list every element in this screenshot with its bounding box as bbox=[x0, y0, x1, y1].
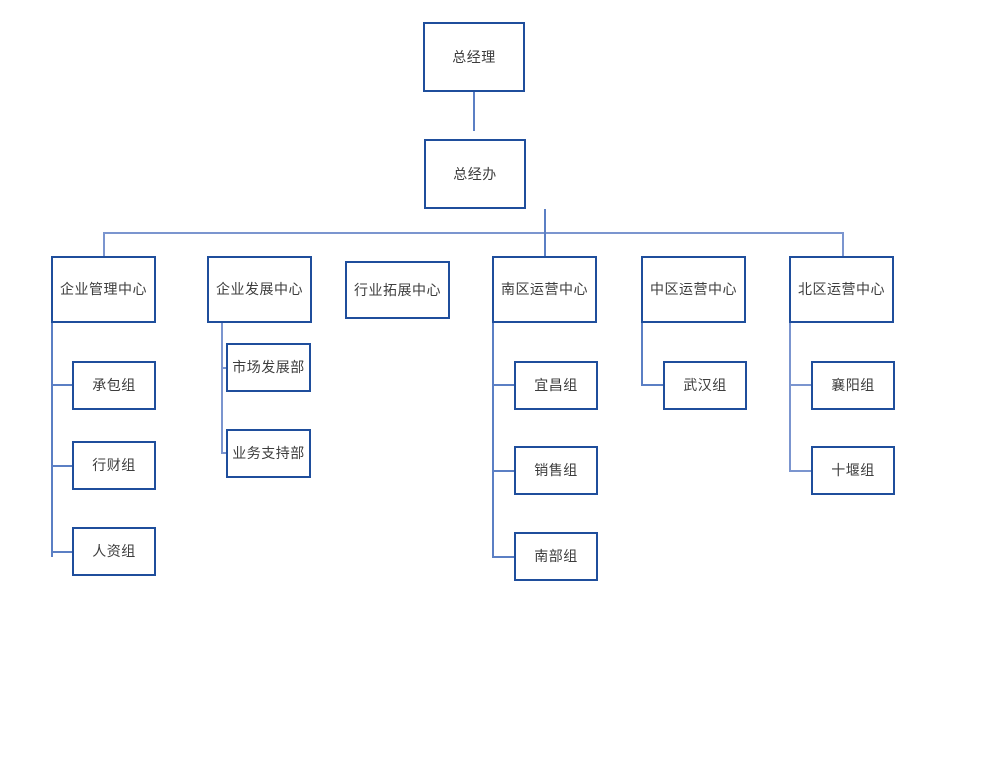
node-label: 销售组 bbox=[534, 462, 578, 479]
connector-bus-drop-north bbox=[842, 232, 844, 256]
node-wuhan-team[interactable]: 武汉组 bbox=[663, 361, 747, 410]
connector-management-rail bbox=[51, 323, 53, 557]
node-general-office[interactable]: 总经办 bbox=[424, 139, 526, 209]
node-label: 业务支持部 bbox=[232, 445, 305, 462]
node-label: 武汉组 bbox=[683, 377, 727, 394]
node-south-operations-center[interactable]: 南区运营中心 bbox=[492, 256, 597, 323]
node-general-manager[interactable]: 总经理 bbox=[423, 22, 525, 92]
connector-management-stub-1 bbox=[51, 384, 72, 386]
node-market-development-dept[interactable]: 市场发展部 bbox=[226, 343, 311, 392]
node-shiyan-team[interactable]: 十堰组 bbox=[811, 446, 895, 495]
node-label: 行业拓展中心 bbox=[354, 281, 441, 298]
connector-center-bus bbox=[103, 232, 844, 234]
connector-north-stub-1 bbox=[789, 384, 811, 386]
connector-south-stub-2 bbox=[492, 470, 514, 472]
connector-office-drop bbox=[544, 209, 546, 233]
node-enterprise-management-center[interactable]: 企业管理中心 bbox=[51, 256, 156, 323]
node-label: 承包组 bbox=[92, 377, 136, 394]
node-label: 行财组 bbox=[92, 457, 136, 474]
node-enterprise-development-center[interactable]: 企业发展中心 bbox=[207, 256, 312, 323]
node-label: 宜昌组 bbox=[534, 377, 578, 394]
connector-central-stub-1 bbox=[641, 384, 663, 386]
node-industry-expansion-center[interactable]: 行业拓展中心 bbox=[345, 261, 450, 319]
node-yichang-team[interactable]: 宜昌组 bbox=[514, 361, 598, 410]
node-sales-team[interactable]: 销售组 bbox=[514, 446, 598, 495]
node-north-operations-center[interactable]: 北区运营中心 bbox=[789, 256, 894, 323]
node-label: 襄阳组 bbox=[831, 377, 875, 394]
node-admin-finance-team[interactable]: 行财组 bbox=[72, 441, 156, 490]
node-label: 中区运营中心 bbox=[650, 281, 737, 298]
node-label: 南区运营中心 bbox=[501, 281, 588, 298]
connector-north-rail bbox=[789, 323, 791, 471]
node-label: 总经理 bbox=[452, 48, 496, 65]
node-label: 南部组 bbox=[534, 548, 578, 565]
node-label: 北区运营中心 bbox=[798, 281, 885, 298]
connector-south-stub-3 bbox=[492, 556, 514, 558]
connector-north-stub-2 bbox=[789, 470, 811, 472]
connector-south-stub-1 bbox=[492, 384, 514, 386]
node-label: 总经办 bbox=[453, 165, 497, 182]
node-xiangyang-team[interactable]: 襄阳组 bbox=[811, 361, 895, 410]
connector-management-stub-2 bbox=[51, 465, 72, 467]
connector-bus-drop-south bbox=[544, 232, 546, 256]
node-human-resources-team[interactable]: 人资组 bbox=[72, 527, 156, 576]
connector-development-rail bbox=[221, 323, 223, 453]
node-central-operations-center[interactable]: 中区运营中心 bbox=[641, 256, 746, 323]
connector-south-rail bbox=[492, 323, 494, 557]
node-southern-team[interactable]: 南部组 bbox=[514, 532, 598, 581]
connector-root-to-office bbox=[473, 92, 475, 131]
node-label: 企业发展中心 bbox=[216, 281, 303, 298]
connector-central-rail bbox=[641, 323, 643, 385]
node-label: 十堰组 bbox=[831, 462, 875, 479]
node-label: 人资组 bbox=[92, 543, 136, 560]
node-label: 企业管理中心 bbox=[60, 281, 147, 298]
connector-bus-drop-management bbox=[103, 232, 105, 256]
node-contracting-team[interactable]: 承包组 bbox=[72, 361, 156, 410]
node-label: 市场发展部 bbox=[232, 359, 305, 376]
node-business-support-dept[interactable]: 业务支持部 bbox=[226, 429, 311, 478]
connector-management-stub-3 bbox=[51, 551, 72, 553]
